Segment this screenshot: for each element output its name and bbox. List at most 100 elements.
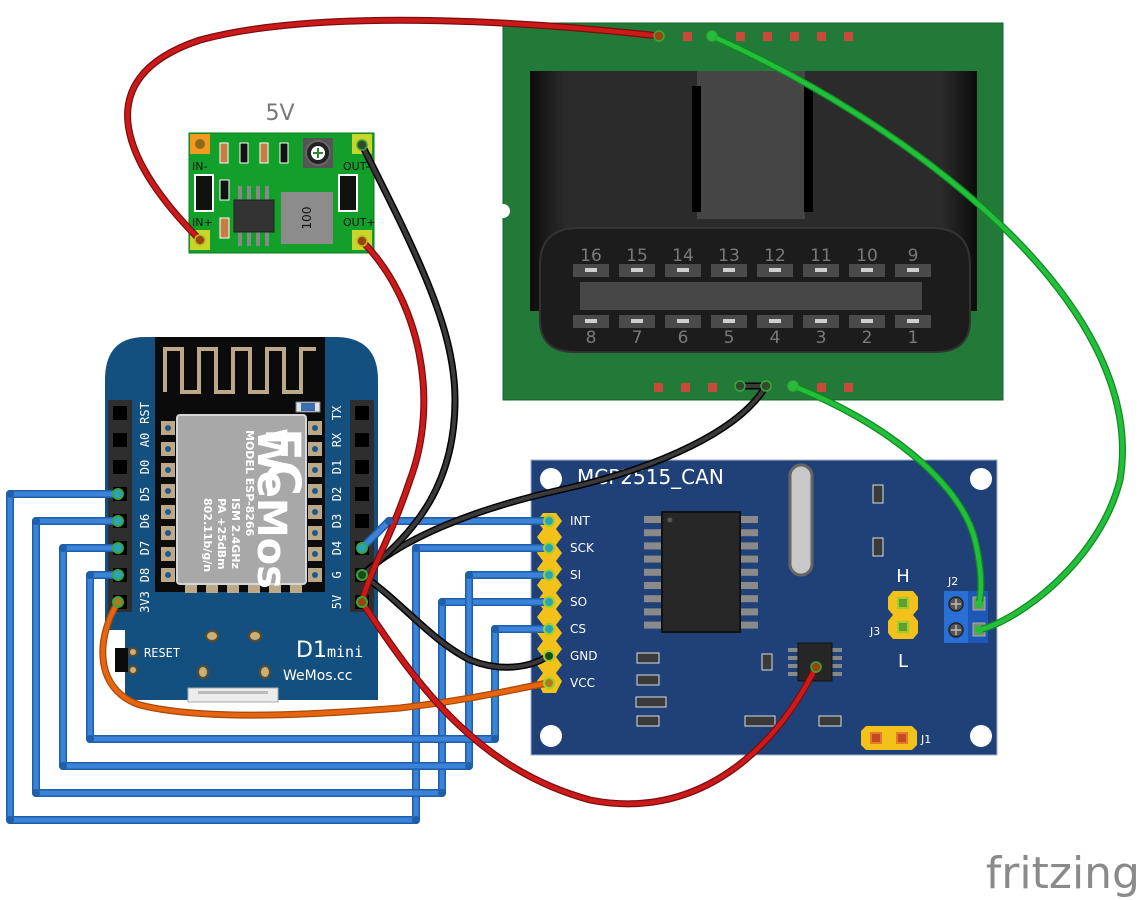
d1-right-pin-label: D2 (330, 487, 344, 501)
via (205, 630, 219, 642)
jumper-pin[interactable] (896, 732, 908, 744)
wire-bend-point[interactable] (438, 789, 446, 797)
d1-left-pin-label: D0 (138, 460, 152, 474)
smd-res (636, 715, 660, 727)
esp-pad (206, 585, 218, 593)
obd-contact-tip (861, 268, 873, 272)
module-line: PA +25dBm (215, 498, 228, 570)
pin-connection (543, 569, 555, 581)
jumper-pin[interactable] (870, 732, 882, 744)
wire-bend-point[interactable] (32, 789, 40, 797)
wire-bend-point[interactable] (412, 544, 420, 552)
header-pin[interactable] (355, 460, 369, 474)
smd-cap (872, 537, 884, 557)
obd-pin-label: 9 (908, 246, 919, 266)
pcb-antenna (163, 347, 316, 394)
wire-in-plus-obd[interactable] (124, 16, 663, 244)
wire-d6-so[interactable] (32, 517, 552, 797)
header-pin[interactable] (355, 514, 369, 528)
can-pin-label: SI (570, 568, 581, 582)
via (128, 665, 138, 675)
wire-bend-point[interactable] (6, 816, 14, 824)
chip-leg (740, 542, 758, 550)
wire-bend-point[interactable] (59, 762, 67, 770)
wire-can-l[interactable] (789, 382, 985, 608)
pin-connection (112, 542, 124, 554)
obd-pin-label: 7 (632, 328, 643, 348)
wire-bend-point[interactable] (465, 571, 473, 579)
wire-d8-cs[interactable] (86, 571, 552, 743)
wire-gnd-regulator[interactable] (358, 141, 459, 579)
wire-gnd-can[interactable] (358, 571, 552, 671)
header-pin[interactable] (355, 433, 369, 447)
wire-bend-point[interactable] (385, 517, 393, 525)
d1-left-pin-label: D8 (138, 568, 152, 582)
d1-right-pin-label: D4 (330, 541, 344, 555)
header-pin[interactable] (113, 406, 127, 420)
esp-pad-hole (312, 572, 318, 578)
wire-bend-point[interactable] (32, 517, 40, 525)
header-pin[interactable] (355, 406, 369, 420)
wire-d7-si[interactable] (59, 544, 552, 770)
wire-end (653, 30, 665, 42)
smd-res (818, 715, 842, 727)
obd-contact-tip (907, 268, 919, 272)
wemos-d1-mini: FC MODEL ESP-8266 ISM 2.4GHz PA +25dBm 8… (105, 337, 378, 703)
fcc-logo: FC (254, 428, 310, 496)
in-plus-label: IN+ (192, 216, 213, 229)
mini-label: mini (327, 643, 363, 661)
d1-left-pin-label: D6 (138, 514, 152, 528)
wire-can-h[interactable] (708, 32, 1126, 634)
header-pin[interactable] (113, 433, 127, 447)
obd-contact-tip (815, 268, 827, 272)
d1-left-pin-label: RST (138, 402, 152, 424)
jumper-pin[interactable] (897, 621, 909, 633)
wire-bend-point[interactable] (86, 571, 94, 579)
wire-d5-sck[interactable] (6, 490, 552, 824)
smd-cap (219, 179, 230, 201)
wire-end (760, 380, 772, 392)
esp-pad-hole (312, 488, 318, 494)
wire-bend-point[interactable] (412, 816, 420, 824)
pad (817, 383, 826, 392)
wire-end (356, 139, 368, 151)
reset-button[interactable] (115, 648, 128, 672)
wire-bend-point[interactable] (465, 762, 473, 770)
can-pin-label: CS (570, 622, 586, 636)
mount-hole (970, 725, 992, 747)
wire-bend-point[interactable] (86, 735, 94, 743)
wire-bend-point[interactable] (491, 625, 499, 633)
chip-leg (644, 555, 662, 563)
wire-bend-point[interactable] (6, 490, 14, 498)
wire-3v3-vcc[interactable] (99, 598, 552, 719)
chip-leg (644, 621, 662, 629)
d1-left-pin-label: D5 (138, 487, 152, 501)
obd-contact-tip (723, 268, 735, 272)
wire-gnd-obd[interactable] (358, 382, 770, 579)
jumper-pin[interactable] (897, 597, 909, 609)
pad (683, 32, 692, 41)
wire-end (194, 234, 206, 246)
inductor-value: 100 (300, 207, 314, 230)
chip-leg (788, 672, 800, 676)
pin-connection (543, 515, 555, 527)
mount-hole (540, 468, 562, 490)
smd-components (635, 484, 884, 727)
wire-bend-point[interactable] (491, 735, 499, 743)
wire-5v-transceiver[interactable] (358, 598, 820, 808)
header-pin[interactable] (113, 460, 127, 474)
chip-leg (830, 656, 842, 660)
obd-contact-tip (769, 319, 781, 323)
wire-bend-point[interactable] (59, 544, 67, 552)
header-pin[interactable] (355, 487, 369, 501)
j1-label: J1 (920, 733, 931, 746)
d1-right-pin-label: D3 (330, 514, 344, 528)
wire-out-plus-5v[interactable] (358, 237, 428, 606)
can-l-label: L (898, 651, 908, 672)
jumper-body (861, 726, 917, 750)
esp-pad (248, 585, 260, 593)
wire-bend-point[interactable] (438, 598, 446, 606)
